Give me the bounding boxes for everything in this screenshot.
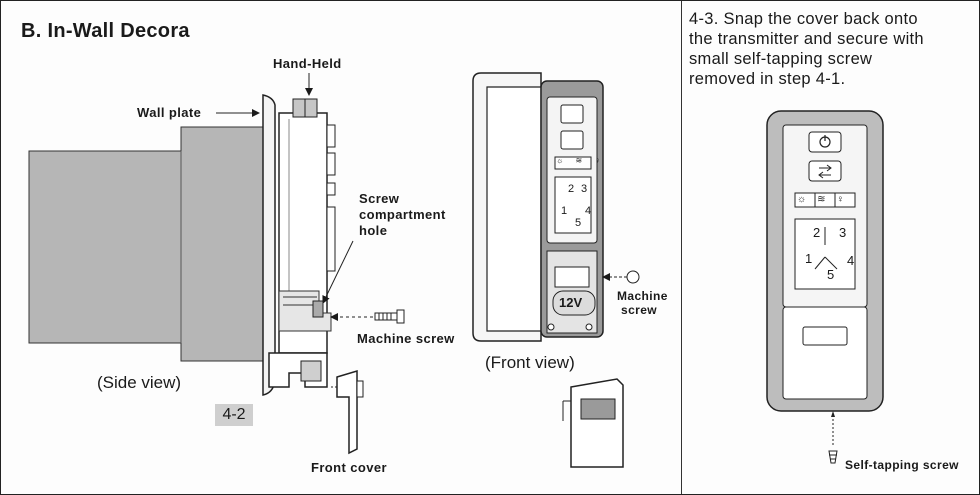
front-speed-4: 4	[585, 205, 592, 217]
speed-5: 5	[827, 267, 835, 282]
side-view-figure	[28, 72, 640, 468]
screw-compartment-label-2: compartment	[359, 207, 446, 222]
instruction-line: the transmitter and secure with	[689, 30, 924, 48]
self-tapping-screw-label: Self-tapping screw	[845, 458, 959, 472]
front-speed-2: 2	[568, 183, 575, 195]
instruction-text: 4-3. Snap the cover back onto the transm…	[689, 9, 975, 89]
instruction-line: removed in step 4-1.	[689, 70, 846, 88]
speed-4: 4	[847, 253, 855, 268]
front-view-label: (Front view)	[485, 353, 575, 372]
speed-1: 1	[805, 251, 813, 266]
hand-held-unit	[268, 98, 336, 388]
front-view-device	[472, 72, 640, 342]
front-speed-3: 3	[581, 183, 588, 195]
wall-plate	[262, 94, 276, 396]
side-view-label: (Side view)	[97, 373, 182, 392]
front-speed-1: 1	[561, 205, 568, 217]
front-cover-label: Front cover	[311, 460, 387, 475]
instruction-line: small self-tapping screw	[689, 50, 873, 68]
wall-box	[28, 126, 264, 362]
section-title: B. In-Wall Decora	[21, 20, 190, 42]
column-divider	[681, 1, 682, 494]
front-machine-label-1: Machine	[617, 289, 668, 303]
transmitter-icons: ☼≋♀	[797, 194, 856, 205]
wall-plate-label: Wall plate	[137, 105, 202, 120]
step-badge: 4-2	[215, 404, 253, 426]
front-cover-side	[329, 369, 364, 455]
speed-2: 2	[813, 225, 821, 240]
hand-held-label: Hand-Held	[273, 56, 342, 71]
machine-screw-label: Machine screw	[357, 331, 455, 346]
machine-screw-side	[330, 309, 405, 324]
front-cover-front	[562, 378, 624, 468]
self-tapping-screw	[828, 411, 838, 464]
front-speed-5: 5	[575, 217, 582, 229]
keypad-icons: ☼ ≋ ♀	[556, 156, 606, 165]
voltage-label: 12V	[559, 295, 583, 310]
speed-3: 3	[839, 225, 847, 240]
front-machine-label-2: screw	[621, 303, 658, 317]
transmitter-body	[766, 110, 884, 412]
screw-compartment-label-1: Screw	[359, 191, 400, 206]
instruction-line: 4-3. Snap the cover back onto	[689, 10, 918, 28]
screw-compartment-label-3: hole	[359, 223, 388, 238]
